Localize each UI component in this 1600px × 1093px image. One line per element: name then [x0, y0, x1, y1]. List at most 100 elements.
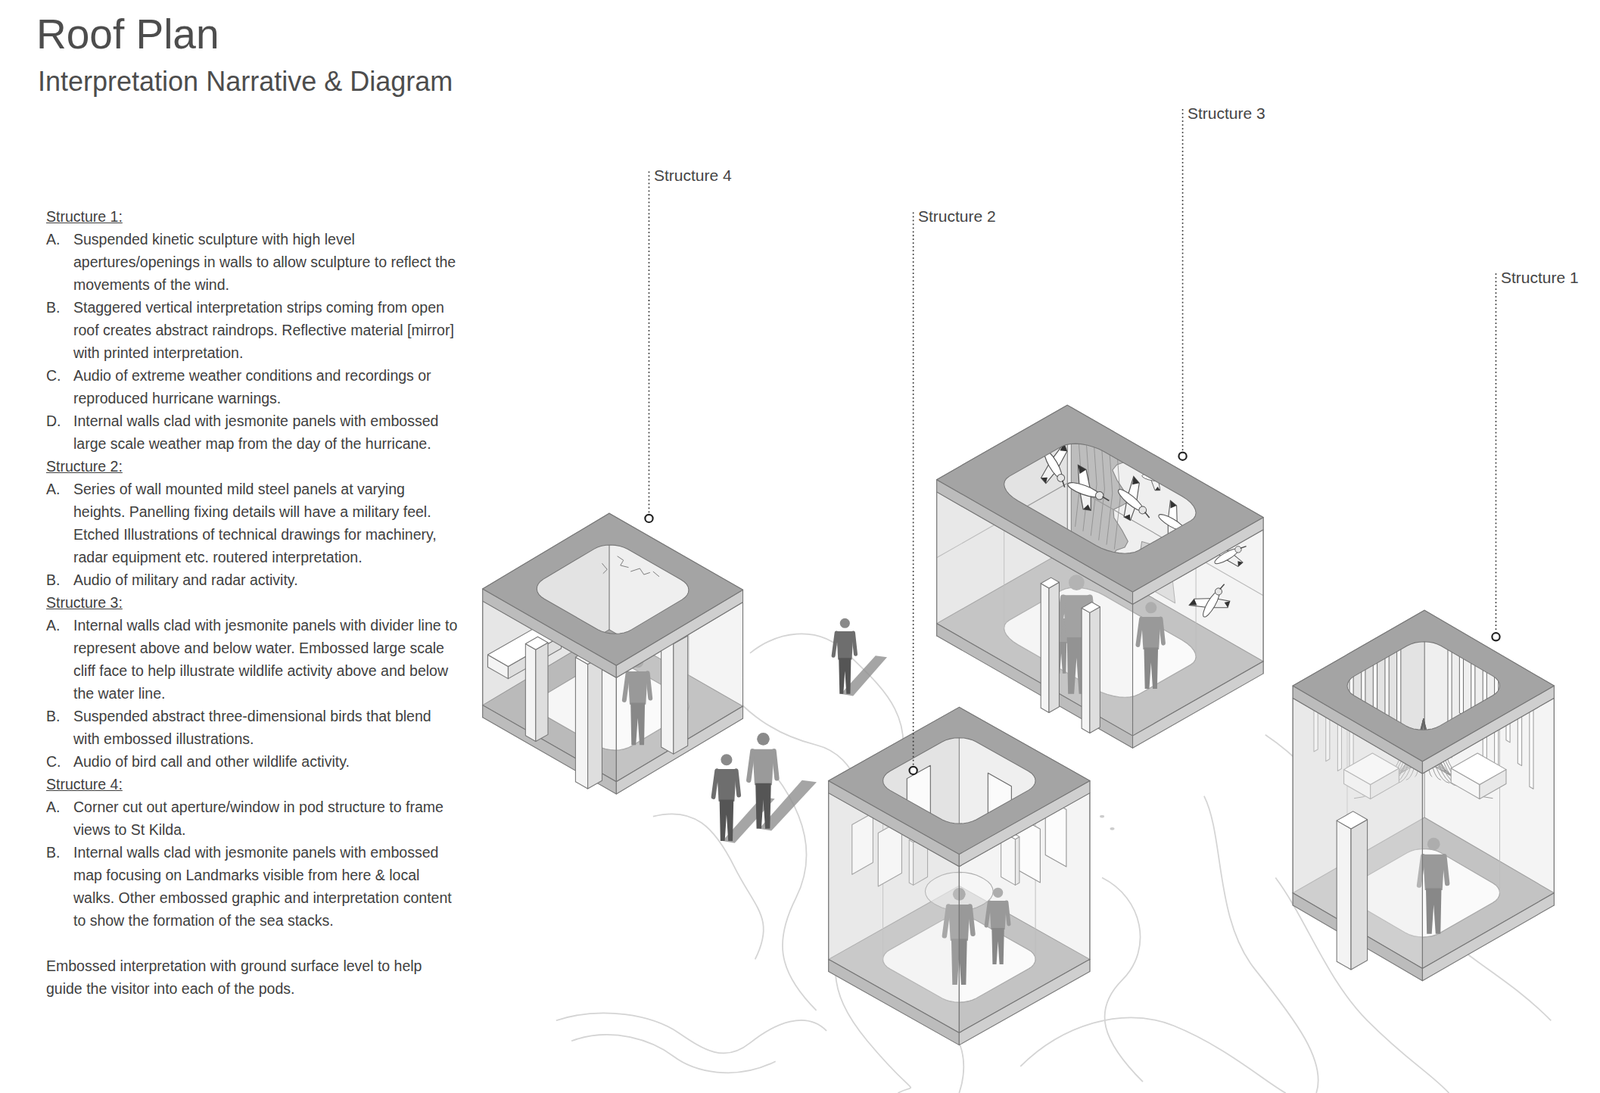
leader-line	[1182, 108, 1184, 452]
leader-dot	[644, 514, 653, 523]
section-heading: Structure 3:	[46, 591, 471, 614]
list-item: B.Internal walls clad with jesmonite pan…	[46, 840, 471, 932]
bird-wingtip	[1189, 584, 1231, 623]
pillar	[1081, 607, 1090, 733]
list-marker: A.	[46, 227, 60, 251]
person-head	[756, 732, 770, 746]
roof-slab	[936, 404, 1264, 592]
callout-label: Structure 4	[653, 166, 732, 185]
pillar	[661, 636, 674, 754]
pillar	[535, 642, 548, 742]
pillar	[1040, 577, 1059, 589]
list-text: Suspended kinetic sculpture with high le…	[73, 227, 460, 296]
person-head	[840, 618, 850, 629]
pillar	[673, 635, 688, 754]
section-heading: Structure 2:	[46, 454, 471, 478]
leader-dot	[1178, 452, 1186, 461]
person-figure	[748, 732, 777, 829]
roof-slab	[828, 706, 1090, 854]
list-text: Internal walls clad with jesmonite panel…	[73, 613, 460, 705]
pillar	[525, 636, 548, 650]
person-legs	[838, 657, 851, 694]
pod-structure	[828, 706, 1090, 1045]
bird-wingtip	[1109, 476, 1154, 521]
bird-head	[1094, 490, 1105, 501]
callout-label: Structure 3	[1187, 104, 1266, 123]
narrative-list: Structure 1:A.Suspended kinetic sculptur…	[46, 205, 471, 1000]
floor-edge	[1133, 661, 1264, 749]
list-text: Audio of extreme weather conditions and …	[73, 364, 460, 410]
list-text: Series of wall mounted mild steel panels…	[73, 477, 460, 569]
note: Embossed interpretation with ground surf…	[46, 954, 440, 1000]
list-item: C. Audio of extreme weather conditions an…	[46, 364, 471, 410]
callout-label: Structure 1	[1500, 268, 1579, 287]
pod-structure	[936, 404, 1264, 748]
callout-label: Structure 2	[918, 207, 997, 226]
pillar	[1350, 819, 1368, 970]
roof-edge	[936, 479, 1134, 604]
person-arms	[833, 632, 856, 656]
roof-slab	[482, 513, 744, 666]
bird-figure	[1061, 463, 1118, 517]
pillar	[525, 643, 536, 741]
bird-beak	[1240, 544, 1247, 549]
pillar	[575, 656, 588, 789]
subtitle: Interpretation Narrative & Diagram	[37, 68, 453, 96]
pillar	[1049, 582, 1059, 713]
list-text: Corner cut out aperture/window in pod st…	[73, 795, 460, 841]
bird-head	[1214, 586, 1224, 596]
leader-dot	[909, 766, 918, 775]
list-text: Internal walls clad with jesmonite panel…	[73, 409, 460, 455]
person-body	[716, 768, 737, 802]
bird-beak	[1143, 511, 1150, 518]
list-marker: C.	[46, 364, 62, 387]
list-item: B. Suspended abstract three-dimensional b…	[46, 704, 471, 751]
list-text: Suspended abstract three-dimensional bir…	[73, 704, 460, 751]
pillar	[1336, 820, 1351, 970]
leader-dot	[1491, 632, 1500, 641]
list-item: A. Suspended kinetic sculpture with high …	[46, 227, 471, 296]
floor-edge	[958, 958, 1090, 1045]
list-text: Audio of military and radar activity.	[73, 568, 460, 592]
list-item: A. Corner cut out aperture/window in pod …	[46, 795, 471, 841]
title: Roof Plan	[36, 13, 220, 56]
list-text: Audio of bird call and other wildlife ac…	[73, 750, 460, 773]
leader-line	[648, 171, 651, 515]
bird-figure	[1187, 574, 1237, 626]
bird-wingtip	[1064, 464, 1104, 512]
list-marker: C.	[46, 750, 62, 773]
section-heading: Structure 1:	[46, 205, 471, 228]
section-heading: Structure 4:	[46, 772, 471, 796]
person-head	[720, 753, 732, 766]
leader-line	[1495, 273, 1498, 633]
list-marker: B.	[46, 568, 60, 592]
bird-head	[1055, 473, 1066, 483]
person-body	[836, 631, 853, 660]
list-text: Internal walls clad with jesmonite panel…	[73, 840, 460, 932]
list-marker: B.	[46, 704, 60, 728]
pillar	[588, 656, 603, 789]
person-arms	[713, 770, 740, 797]
ground-people	[713, 618, 888, 844]
list-marker: A.	[46, 795, 60, 819]
list-marker: A.	[46, 477, 60, 501]
floor-edge	[828, 958, 960, 1045]
contour-line	[1020, 1017, 1286, 1093]
list-item: D.Internal walls clad with jesmonite pan…	[46, 409, 471, 455]
bird-figure	[1107, 474, 1163, 530]
pod-structure	[1292, 610, 1554, 981]
list-item: B. Staggered vertical interpretation stri…	[46, 295, 471, 365]
leader-lines	[644, 108, 1500, 775]
bird-beak	[1220, 583, 1225, 590]
leader-line	[912, 211, 915, 766]
list-marker: B.	[46, 295, 60, 319]
list-text: Staggered vertical interpretation strips…	[73, 295, 460, 365]
list-item: B. Audio of military and radar activity.	[46, 568, 471, 592]
list-item: A. Series of wall mounted mild steel pane…	[46, 477, 471, 569]
list-item: C. Audio of bird call and other wildlife …	[46, 750, 471, 773]
pod-structure	[482, 513, 744, 794]
contour-line	[1101, 877, 1143, 1083]
bird-head	[1233, 544, 1243, 554]
